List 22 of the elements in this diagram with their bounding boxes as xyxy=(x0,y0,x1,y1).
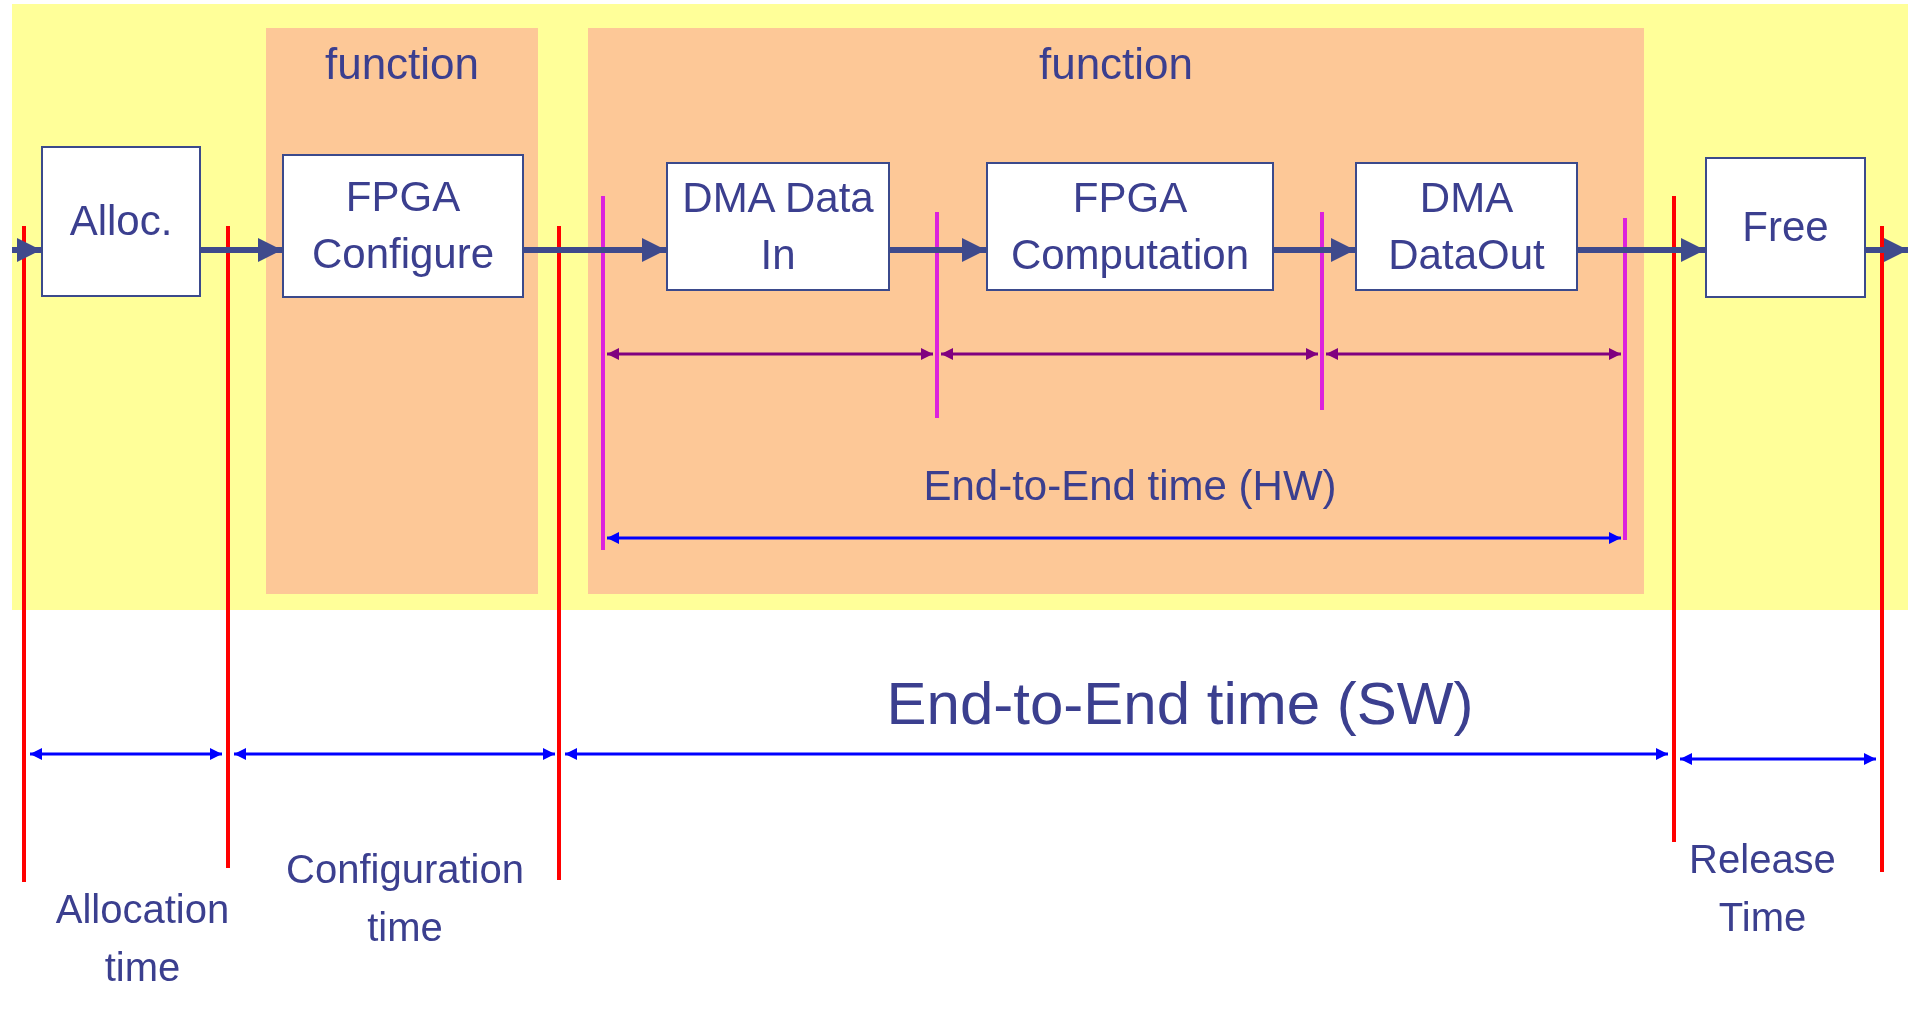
process-box: FPGA Configure xyxy=(282,154,524,298)
arrow xyxy=(890,238,986,262)
arrow xyxy=(1866,238,1908,262)
function-panel xyxy=(266,28,538,594)
process-box: DMA DataOut xyxy=(1355,162,1578,291)
arrow xyxy=(524,238,666,262)
panel-title: function xyxy=(323,38,481,90)
time-label: End-to-End time (SW) xyxy=(885,669,1475,739)
arrow xyxy=(1274,238,1355,262)
panel-title: function xyxy=(1037,38,1195,90)
time-label: Release Time xyxy=(1688,836,1837,941)
arrow xyxy=(12,238,41,262)
time-label: Allocation time xyxy=(54,886,231,991)
process-box: FPGA Computation xyxy=(986,162,1274,291)
process-box: Alloc. xyxy=(41,146,201,297)
arrow xyxy=(1578,238,1705,262)
time-label: End-to-End time (HW) xyxy=(922,461,1338,511)
process-box: Free xyxy=(1705,157,1866,298)
function-panel xyxy=(588,28,1644,594)
time-label: Configuration time xyxy=(285,846,525,951)
process-box: DMA Data In xyxy=(666,162,890,291)
arrow xyxy=(201,238,282,262)
